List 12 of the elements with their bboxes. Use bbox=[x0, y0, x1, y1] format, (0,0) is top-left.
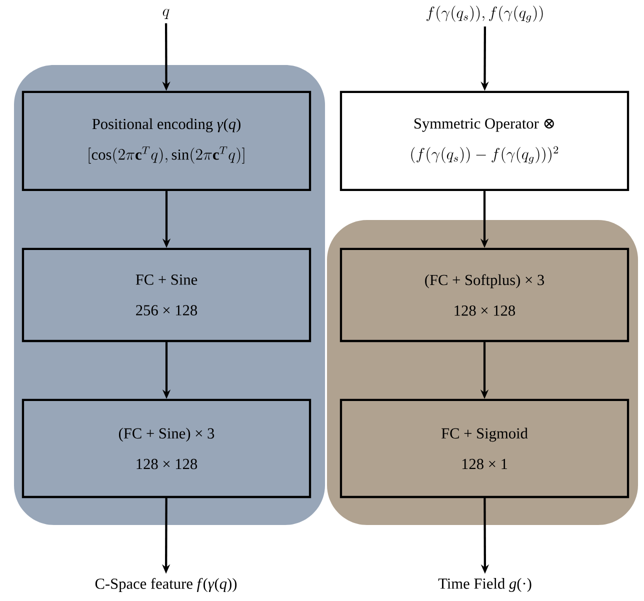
io-label: $q$ bbox=[162, 8, 170, 19]
panel-background bbox=[327, 220, 638, 525]
panel-background bbox=[14, 64, 325, 526]
layer-box: Symmetric Operator ⊗ $(f(\gamma(q_s)) - f(\gamma(q_g)))^2$ bbox=[340, 90, 630, 192]
layer-box: Positional encoding γ(q) $[\cos(2\pi\mathbf{c}^T q), \sin(2\pi\mathbf{c}^T q)]$ bbox=[22, 90, 312, 192]
layer-box: (FC + Sine) × 3 128 × 128 bbox=[22, 398, 312, 498]
layer-box: FC + Sine 256 × 128 bbox=[22, 248, 312, 342]
layer-box: FC + Sigmoid 128 × 1 bbox=[340, 398, 630, 498]
layer-box: (FC + Softplus) × 3 128 × 128 bbox=[340, 248, 630, 342]
io-label: $f(\gamma(q_s)), f(\gamma(q_g))$ bbox=[426, 6, 543, 22]
io-label: C-Space feature f(γ(q)) bbox=[95, 578, 237, 592]
io-label: Time Field g(·) bbox=[438, 578, 532, 592]
